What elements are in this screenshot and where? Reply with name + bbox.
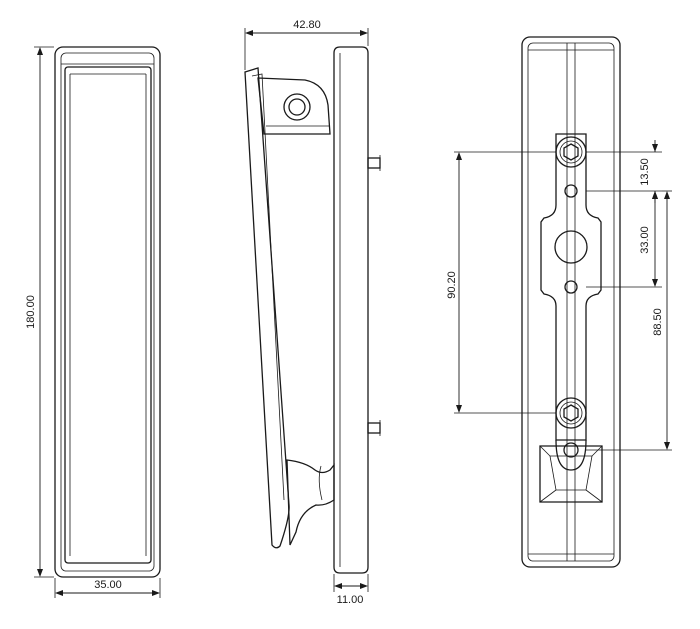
front-inner-frame — [60, 52, 155, 572]
back-hole-lower — [563, 442, 579, 458]
dim-side-depth: 42.80 — [244, 19, 369, 70]
side-lower-hook — [286, 459, 335, 546]
dim-slot-spacing-label: 33.00 — [639, 226, 651, 254]
dim-front-width: 35.00 — [54, 578, 161, 598]
dim-overall-height-label: 180.00 — [25, 295, 37, 329]
side-view — [244, 46, 381, 574]
side-hinge-bracket — [257, 77, 331, 135]
back-outer-frame — [521, 36, 621, 568]
back-screw-top — [555, 136, 587, 168]
front-view — [54, 46, 161, 578]
dim-side-base-depth: 11.00 — [333, 574, 369, 606]
back-hole-small-top — [564, 184, 578, 198]
dim-top-offset-label: 13.50 — [639, 158, 651, 186]
back-hole-large — [554, 230, 588, 264]
dim-side-base-depth-label: 11.00 — [337, 594, 364, 606]
dim-overall-height: 180.00 — [25, 46, 54, 578]
back-view — [521, 36, 621, 568]
dim-front-width-label: 35.00 — [94, 579, 122, 591]
dim-slot-spacing: 33.00 — [586, 191, 662, 288]
dim-lower-offset-label: 88.50 — [652, 308, 664, 336]
side-pin-top — [367, 157, 381, 169]
side-pin-bottom — [367, 422, 381, 434]
dim-hole-spacing-label: 90.20 — [446, 271, 458, 299]
dim-lower-offset: 88.50 — [586, 190, 672, 451]
dim-top-offset: 13.50 — [586, 140, 662, 203]
side-hinge-pin-inner — [288, 98, 306, 116]
front-handle-face — [64, 66, 152, 564]
side-hinge-pin-outer — [283, 93, 311, 121]
back-screw-bottom — [555, 397, 587, 429]
dim-hole-spacing: 90.20 — [446, 151, 556, 414]
back-inner-frame — [527, 42, 615, 562]
dim-side-depth-label: 42.80 — [293, 19, 321, 31]
front-outer-frame — [54, 46, 161, 578]
side-base-plate — [333, 46, 369, 574]
back-hole-small-bottom — [564, 280, 578, 294]
back-lower-pocket — [539, 445, 603, 503]
